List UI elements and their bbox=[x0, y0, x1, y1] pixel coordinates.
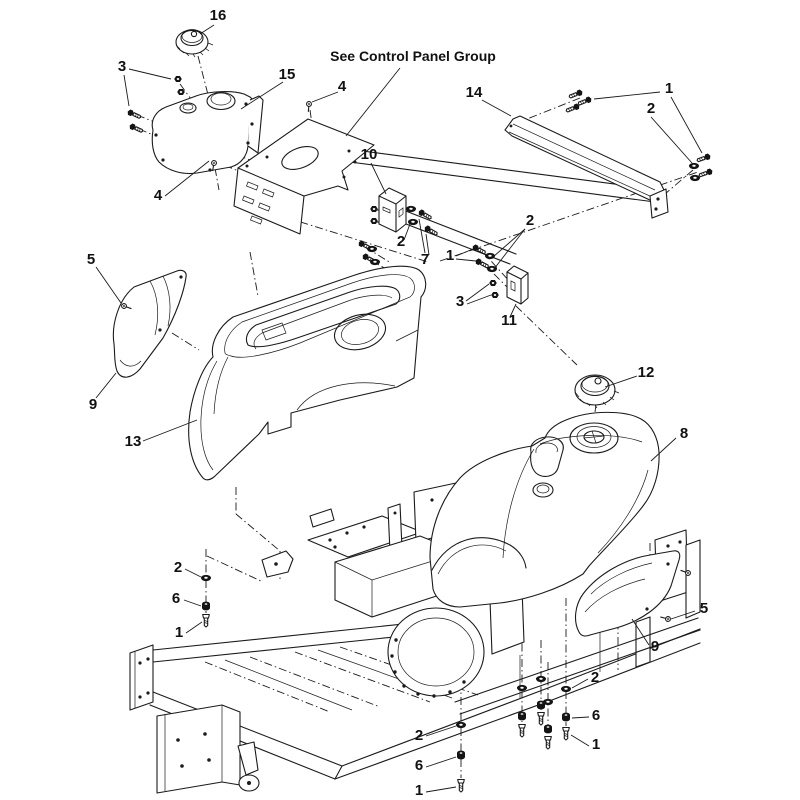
callout-3-13: 3 bbox=[456, 293, 464, 310]
callout-1-27: 1 bbox=[592, 736, 600, 753]
overflow-tank-15 bbox=[151, 91, 264, 175]
callout-4-8: 4 bbox=[154, 187, 163, 204]
callout-1-5: 1 bbox=[665, 80, 673, 97]
callout-1-30: 1 bbox=[415, 782, 423, 799]
leader-line-layer bbox=[95, 24, 703, 793]
callout-6-29: 6 bbox=[415, 757, 423, 774]
callout-16-0: 16 bbox=[210, 7, 227, 24]
callout-6-26: 6 bbox=[592, 707, 600, 724]
callout-9-16: 9 bbox=[89, 396, 97, 413]
callout-2-9: 2 bbox=[397, 233, 405, 250]
callout-8-19: 8 bbox=[680, 425, 688, 442]
callout-2-6: 2 bbox=[647, 100, 655, 117]
fuel-tank-8 bbox=[429, 411, 660, 608]
bracket-11 bbox=[506, 265, 529, 305]
control-panel-plate bbox=[233, 118, 375, 235]
callout-6-21: 6 bbox=[172, 590, 180, 607]
fuel-cap-12 bbox=[574, 374, 620, 409]
callout-11-14: 11 bbox=[501, 312, 517, 329]
callout-3-1: 3 bbox=[118, 58, 126, 75]
callout-5-23: 5 bbox=[700, 600, 708, 617]
callout-2-28: 2 bbox=[415, 727, 423, 744]
console-cover-13 bbox=[188, 265, 427, 481]
callout-13-17: 13 bbox=[125, 433, 142, 450]
callout-9-24: 9 bbox=[651, 638, 659, 655]
side-panel-right bbox=[574, 550, 692, 637]
callout-1-11: 1 bbox=[446, 247, 454, 264]
callout-14-4: 14 bbox=[466, 84, 483, 101]
callout-1-22: 1 bbox=[175, 624, 183, 641]
callout-4-3: 4 bbox=[338, 78, 347, 95]
control-panel-note: See Control Panel Group bbox=[330, 48, 496, 64]
callout-5-15: 5 bbox=[87, 251, 95, 268]
callout-10-7: 10 bbox=[361, 146, 378, 163]
callout-12-18: 12 bbox=[638, 364, 655, 381]
bracket-10 bbox=[378, 187, 407, 233]
fuel-cap-16 bbox=[175, 29, 214, 58]
callout-2-12: 2 bbox=[526, 212, 534, 229]
support-strip-14 bbox=[504, 115, 669, 219]
callout-15-2: 15 bbox=[279, 66, 296, 83]
callout-7-10: 7 bbox=[421, 251, 429, 268]
callout-2-25: 2 bbox=[591, 669, 599, 686]
callout-2-20: 2 bbox=[174, 559, 182, 576]
side-panel-left bbox=[112, 269, 187, 378]
